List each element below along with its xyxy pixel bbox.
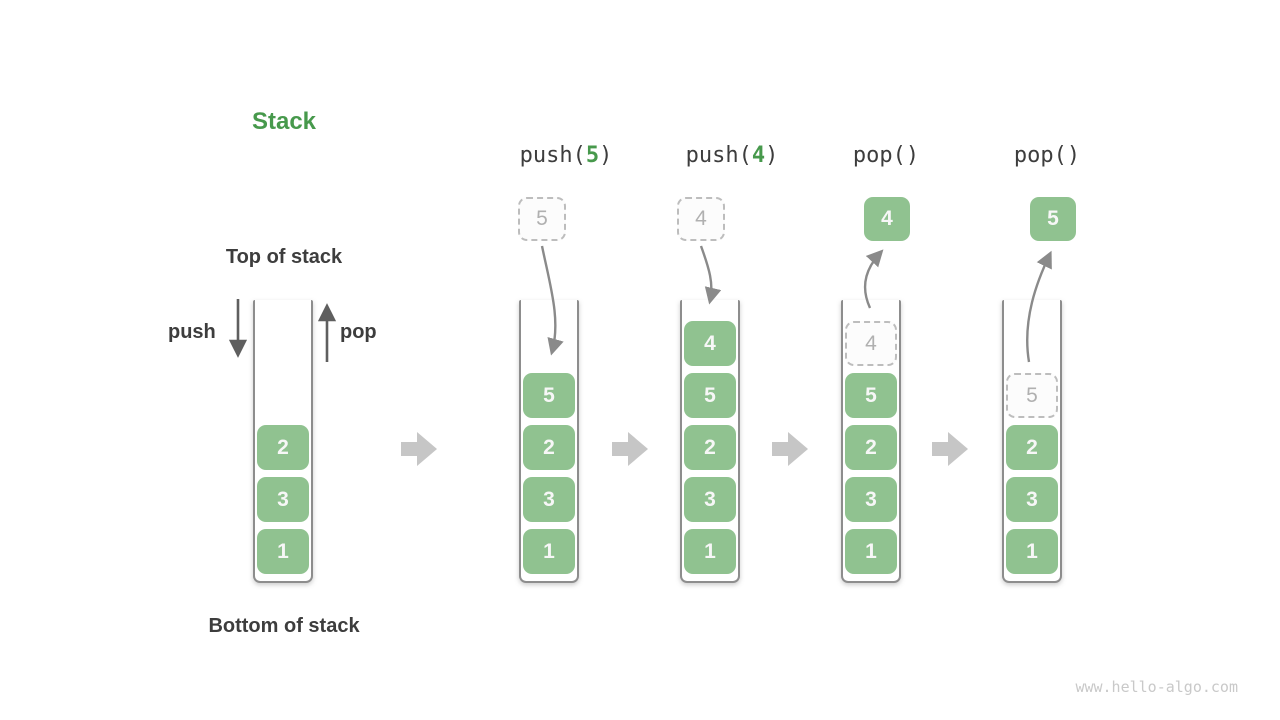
block-arrow-icon: [612, 432, 648, 466]
stack-item: 2: [684, 425, 736, 470]
stack-item: 5: [845, 373, 897, 418]
pushed-item-box: 4: [677, 197, 725, 241]
push-curve-arrow-4: [699, 245, 722, 305]
stack-item: 1: [684, 529, 736, 574]
stack-item: 2: [257, 425, 309, 470]
stack-item: 1: [845, 529, 897, 574]
block-arrow-icon: [932, 432, 968, 466]
stack-item: 2: [523, 425, 575, 470]
stack-item: 3: [257, 477, 309, 522]
stack-item: 1: [257, 529, 309, 574]
stack-item: 5: [523, 373, 575, 418]
pop-label: pop: [340, 321, 377, 343]
op-text: ): [765, 143, 779, 168]
stack-item: 2: [1006, 425, 1058, 470]
pushed-item-box: 5: [518, 197, 566, 241]
stack-item: 1: [1006, 529, 1058, 574]
op-text: pop(: [1013, 143, 1067, 168]
ghost-item: 4: [845, 321, 897, 366]
op-arg: 4: [751, 143, 766, 168]
block-arrow-icon: [401, 432, 437, 466]
diagram-title: Stack: [251, 108, 317, 135]
push-label: push: [168, 321, 216, 343]
op-text: ): [905, 143, 920, 168]
stack-item: 1: [523, 529, 575, 574]
operation-label-pop2: pop(): [1014, 143, 1080, 168]
watermark: www.hello-algo.com: [1075, 678, 1238, 696]
stack-item: 3: [1006, 477, 1058, 522]
stack-item: 4: [684, 321, 736, 366]
op-text: pop(: [852, 143, 906, 168]
stack-item: 3: [684, 477, 736, 522]
operation-label-push5: push(5): [520, 143, 613, 168]
ghost-item: 5: [1006, 373, 1058, 418]
op-arg: 5: [585, 143, 600, 168]
popped-item-box: 5: [1030, 197, 1076, 241]
top-of-stack-label: Top of stack: [225, 246, 343, 268]
op-text: push(: [685, 143, 752, 168]
operation-label-pop1: pop(): [853, 143, 919, 168]
op-text: ): [599, 143, 613, 168]
stack-item: 5: [684, 373, 736, 418]
stack-item: 2: [845, 425, 897, 470]
block-arrow-icon: [772, 432, 808, 466]
popped-item-box: 4: [864, 197, 910, 241]
op-text: ): [1066, 143, 1081, 168]
operation-label-push4: push(4): [686, 143, 779, 168]
stack-item: 3: [845, 477, 897, 522]
stack-item: 3: [523, 477, 575, 522]
bottom-of-stack-label: Bottom of stack: [208, 615, 360, 637]
op-text: push(: [519, 143, 586, 168]
